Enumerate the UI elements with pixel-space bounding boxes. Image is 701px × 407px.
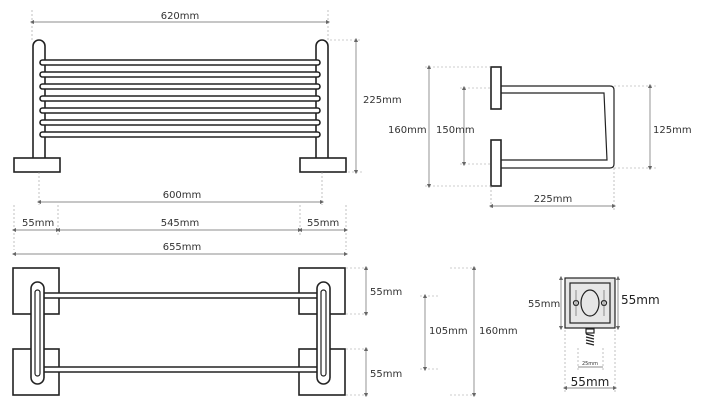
mount-detail: 55mm 55mm 25mm 55mm xyxy=(528,275,660,392)
dim-mount-spacing: 150mm xyxy=(436,125,475,136)
side-view: 160mm 150mm 125mm 225mm xyxy=(388,64,692,210)
dim-bottom-mount: 55mm xyxy=(370,369,402,380)
screw-head xyxy=(585,328,595,334)
dim-top-mount-spacing: 105mm xyxy=(429,326,468,337)
rail-1 xyxy=(39,59,321,66)
dim-middle-span: 545mm xyxy=(161,218,200,229)
dim-side-depth: 225mm xyxy=(534,194,573,205)
left-u-arm xyxy=(30,281,45,385)
shelf-rails xyxy=(39,59,321,138)
dim-inner-span: 600mm xyxy=(163,190,202,201)
dim-rail-height: 125mm xyxy=(653,125,692,136)
top-rail-back xyxy=(39,366,323,373)
rail-5 xyxy=(39,107,321,114)
dim-screw-label: 25mm xyxy=(582,361,598,367)
right-u-arm xyxy=(316,281,331,385)
right-post xyxy=(315,39,329,166)
dim-mount-height: 55mm xyxy=(528,299,560,310)
dim-right-base: 55mm xyxy=(307,218,339,229)
dim-total-width: 655mm xyxy=(163,242,202,253)
dim-left-base: 55mm xyxy=(22,218,54,229)
rail-2 xyxy=(39,71,321,78)
right-base xyxy=(299,157,347,173)
dim-overall-width: 620mm xyxy=(161,11,200,22)
mount-plate xyxy=(564,277,616,329)
screw-thread xyxy=(585,333,595,346)
rail-arm xyxy=(501,85,615,169)
mount-center-hole xyxy=(580,289,600,317)
rail-arm-inner xyxy=(501,92,608,161)
dim-mount-height-large: 55mm xyxy=(621,293,660,307)
top-rail-front xyxy=(39,292,323,299)
mount-plate-inner xyxy=(569,282,611,324)
left-u-arm-inner xyxy=(34,289,41,377)
left-post xyxy=(32,39,46,166)
dim-mount-width: 55mm xyxy=(571,375,610,389)
top-view: 55mm 55mm 105mm 160mm xyxy=(12,265,518,398)
dim-side-total-height: 160mm xyxy=(388,125,427,136)
rail-3 xyxy=(39,83,321,90)
left-base xyxy=(13,157,61,173)
dim-top-mount: 55mm xyxy=(370,287,402,298)
dim-height: 225mm xyxy=(363,95,402,106)
upper-wall-bracket xyxy=(490,66,502,110)
dim-top-total-depth: 160mm xyxy=(479,326,518,337)
rail-6 xyxy=(39,119,321,126)
front-view: 620mm 225mm 600mm xyxy=(11,10,402,257)
rail-7 xyxy=(39,131,321,138)
lower-wall-bracket xyxy=(490,139,502,187)
right-u-arm-inner xyxy=(320,289,327,377)
rail-4 xyxy=(39,95,321,102)
